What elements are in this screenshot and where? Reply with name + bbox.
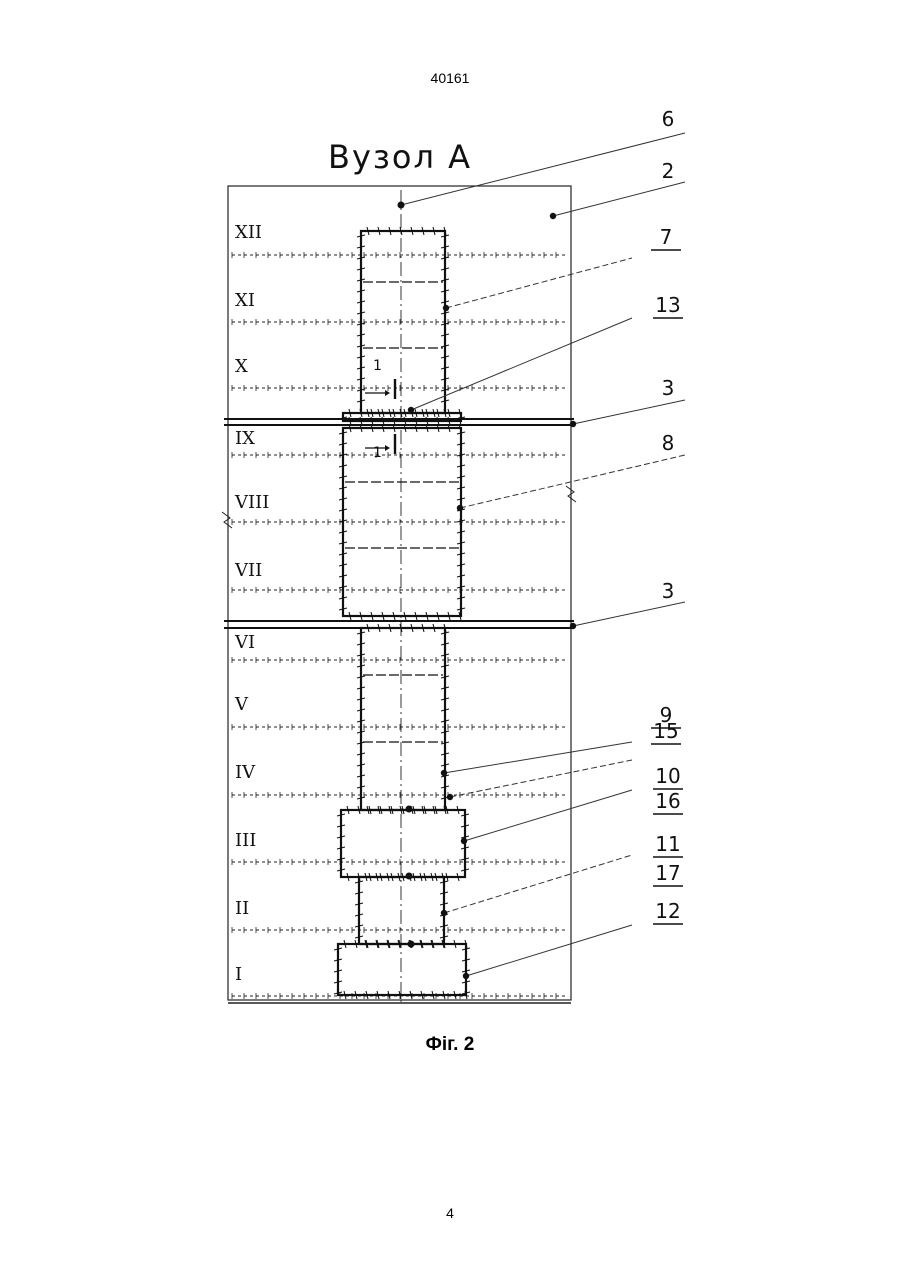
leader-dot xyxy=(441,770,447,776)
leader-dot xyxy=(461,838,467,844)
ref-numeral-8: 8 xyxy=(662,431,675,455)
joint-dot xyxy=(406,806,413,813)
level-label-ii: II xyxy=(235,898,249,919)
section-mark-label: 1 xyxy=(373,358,382,374)
ref-numeral-10: 10 xyxy=(655,764,680,788)
ref-numeral-12: 12 xyxy=(655,899,680,923)
leader-dot xyxy=(408,407,414,413)
structure-outlines xyxy=(334,227,470,999)
beam-lines xyxy=(224,419,574,628)
ref-numeral-11: 11 xyxy=(655,832,680,856)
joint-dot xyxy=(398,202,405,209)
ref-numeral-17: 17 xyxy=(655,861,680,885)
level-label-i: I xyxy=(235,964,242,985)
leader-line xyxy=(444,742,632,773)
block-iii-outline xyxy=(341,810,465,877)
leader-line xyxy=(466,925,632,976)
ref-numeral-7: 7 xyxy=(660,225,673,249)
leader-line xyxy=(450,760,632,797)
level-label-x: X xyxy=(235,356,248,377)
leader-line xyxy=(573,400,685,424)
ref-numeral-16: 16 xyxy=(655,789,680,813)
leader-line xyxy=(553,182,685,216)
ref-numeral-3b: 3 xyxy=(662,579,675,603)
section-arrowhead xyxy=(385,445,390,451)
leader-line xyxy=(460,455,685,508)
leader-dot xyxy=(457,505,463,511)
level-label-viii: VIII xyxy=(234,492,269,513)
ref-numeral-6: 6 xyxy=(662,107,675,131)
lower-neck-outline xyxy=(359,877,444,944)
level-label-iii: III xyxy=(235,830,256,851)
ref-numeral-15: 15 xyxy=(653,719,678,743)
leader-dot xyxy=(550,213,556,219)
section-arrowhead xyxy=(385,390,390,396)
joint-dot xyxy=(406,873,413,880)
figure-title: Вузол А xyxy=(328,138,472,176)
joint-dot xyxy=(408,941,415,948)
ref-numeral-2: 2 xyxy=(662,159,675,183)
level-label-v: V xyxy=(234,694,249,715)
level-label-xii: XII xyxy=(235,222,262,243)
lower-column-outline xyxy=(361,628,445,810)
level-label-xi: XI xyxy=(235,290,255,311)
level-lines-group xyxy=(222,190,576,1004)
leader-dot xyxy=(441,910,447,916)
leader-line xyxy=(573,602,685,626)
break-mark-left xyxy=(222,512,232,528)
block-i-outline xyxy=(338,944,466,995)
reference-numerals: 627133839151016111712 xyxy=(651,107,683,924)
level-label-vii: VII xyxy=(234,560,262,581)
level-label-ix: IX xyxy=(235,428,255,449)
figure-caption: Фіг. 2 xyxy=(0,1034,900,1056)
leader-dot xyxy=(463,973,469,979)
leader-line xyxy=(446,258,632,308)
ref-numeral-3a: 3 xyxy=(662,376,675,400)
leader-lines xyxy=(401,133,685,976)
leader-dot xyxy=(570,421,576,427)
section-marks: 11 xyxy=(365,358,395,461)
leader-dot xyxy=(570,623,576,629)
level-labels: XIIXIXIXVIIIVIIVIVIVIIIIII xyxy=(234,222,269,985)
leader-dot xyxy=(447,794,453,800)
ref-numeral-13: 13 xyxy=(655,293,680,317)
level-label-vi: VI xyxy=(234,632,255,653)
leader-dot xyxy=(443,305,449,311)
leader-line xyxy=(464,790,632,841)
page-number: 4 xyxy=(0,1205,900,1221)
level-label-iv: IV xyxy=(235,762,256,783)
